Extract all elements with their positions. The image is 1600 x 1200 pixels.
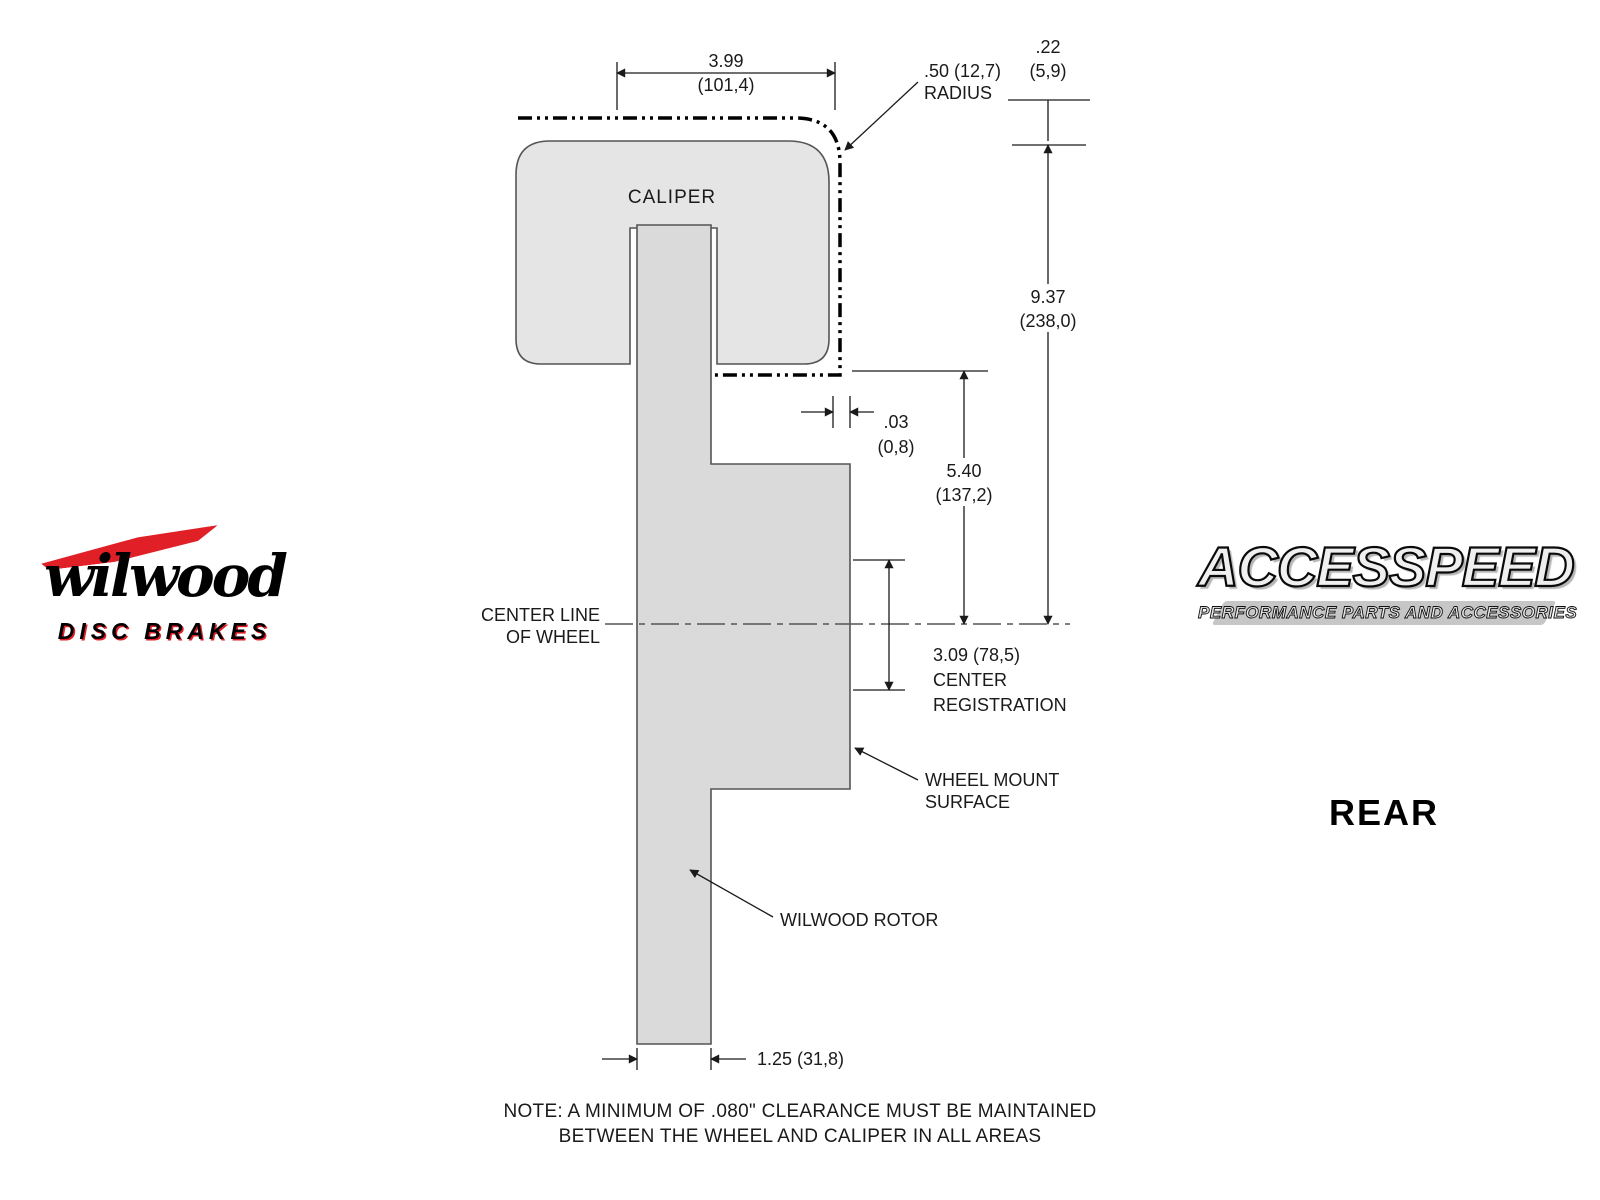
center-registration-value: 3.09 (78,5) <box>933 645 1020 665</box>
dim-width-mask <box>692 52 760 66</box>
wilwood-logo: wilwood DISC BRAKES <box>12 538 317 653</box>
dim-mount-height-mm: (137,2) <box>935 485 992 505</box>
dimension-caliper-width <box>616 62 836 110</box>
radius-callout: .50 (12,7) RADIUS <box>844 61 1001 151</box>
centerline-label-2: OF WHEEL <box>506 627 600 647</box>
wheel-mount-callout: WHEEL MOUNT SURFACE <box>854 747 1059 812</box>
dim-height-mask <box>1006 284 1090 332</box>
rear-view-label: REAR <box>1328 792 1439 833</box>
dim-top-clearance-mm: (5,9) <box>1029 61 1066 81</box>
dim-rotor-thickness: 1.25 (31,8) <box>757 1049 844 1069</box>
wheel-mount-label-2: SURFACE <box>925 792 1010 812</box>
center-registration-label-1: CENTER <box>933 670 1007 690</box>
dim-gap-inches: .03 <box>883 412 908 432</box>
dim-overall-height-mm: (238,0) <box>1019 311 1076 331</box>
dim-width-inches: 3.99 <box>708 51 743 71</box>
dimension-overall-height <box>1012 144 1086 625</box>
wilwood-subtitle: DISC BRAKES <box>57 618 272 644</box>
wilwood-wordmark: wilwood <box>44 542 288 610</box>
note-line-1: NOTE: A MINIMUM OF .080" CLEARANCE MUST … <box>503 1101 1096 1122</box>
dim-width-mm: (101,4) <box>697 75 754 95</box>
note-text: NOTE: A MINIMUM OF .080" CLEARANCE MUST … <box>503 1101 1096 1147</box>
rotor-label: WILWOOD ROTOR <box>780 910 938 930</box>
accesspeed-wordmark: ACCESSPEED <box>1197 534 1576 599</box>
dimension-rotor-thickness: 1.25 (31,8) <box>602 1048 844 1070</box>
caliper-label: CALIPER <box>628 187 716 208</box>
dimension-center-registration: 3.09 (78,5) CENTER REGISTRATION <box>853 559 1067 715</box>
rotor-shape <box>636 224 851 1045</box>
dim-mount-mask <box>922 458 1006 506</box>
accesspeed-logo: ACCESSPEED PERFORMANCE PARTS AND ACCESSO… <box>1197 534 1578 627</box>
dimension-top-clearance: .22 (5,9) <box>1008 37 1090 141</box>
rotor-callout: WILWOOD ROTOR <box>689 869 938 930</box>
wheel-mount-label-1: WHEEL MOUNT <box>925 770 1059 790</box>
dim-gap-mm: (0,8) <box>877 437 914 457</box>
centerline-label-1: CENTER LINE <box>481 605 600 625</box>
note-line-2: BETWEEN THE WHEEL AND CALIPER IN ALL ARE… <box>559 1126 1042 1147</box>
dim-mount-height-inches: 5.40 <box>946 461 981 481</box>
centerline-label: CENTER LINE OF WHEEL <box>481 605 600 647</box>
dimension-gap: .03 (0,8) <box>801 396 915 457</box>
radius-word: RADIUS <box>924 83 992 103</box>
caliper-shape <box>515 140 830 365</box>
dim-top-clearance-inches: .22 <box>1035 37 1060 57</box>
accesspeed-subtitle-band: PERFORMANCE PARTS AND ACCESSORIES <box>1198 599 1578 627</box>
clearance-envelope-outline <box>518 116 842 377</box>
accesspeed-subtitle: PERFORMANCE PARTS AND ACCESSORIES <box>1198 603 1578 623</box>
dim-overall-height-inches: 9.37 <box>1030 287 1065 307</box>
center-registration-label-2: REGISTRATION <box>933 695 1067 715</box>
radius-value: .50 (12,7) <box>924 61 1001 81</box>
